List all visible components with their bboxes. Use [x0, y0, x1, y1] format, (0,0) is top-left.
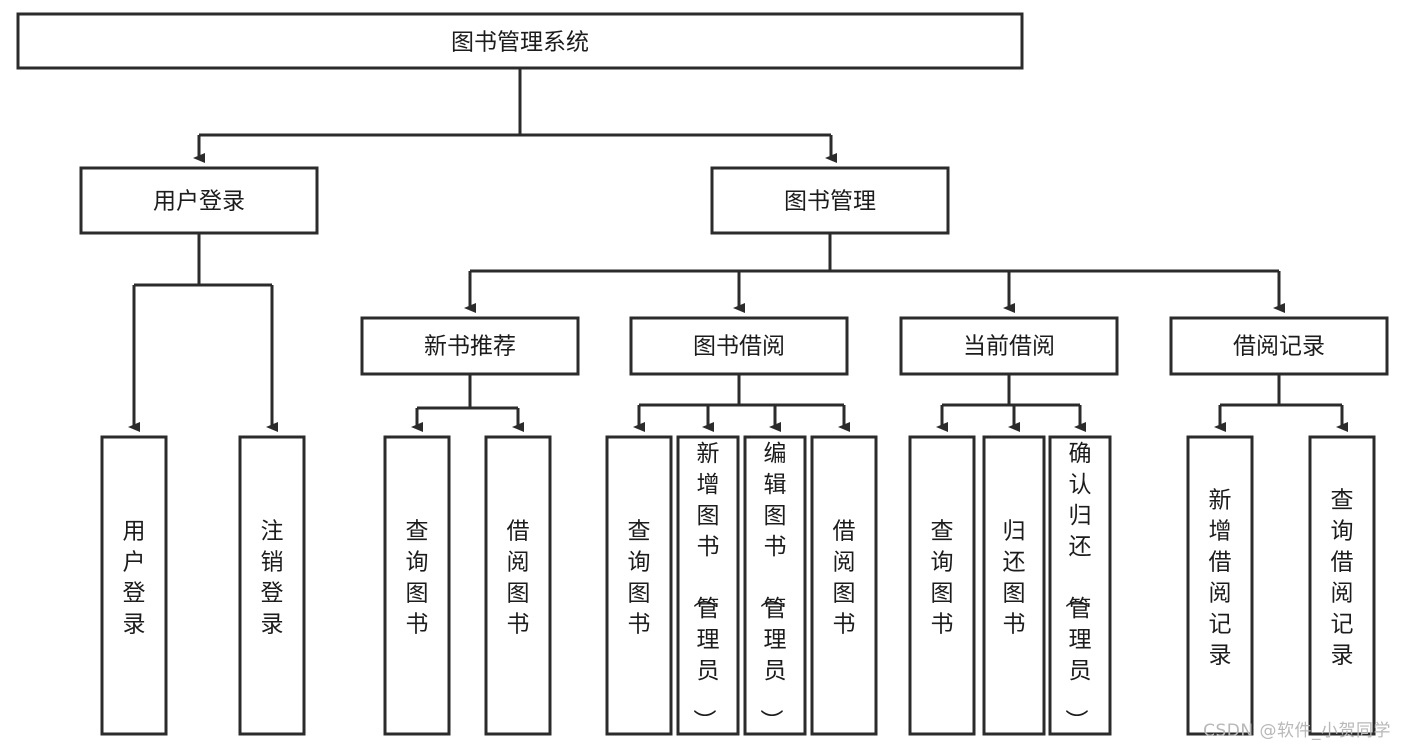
node-book-manage-box[interactable] [710, 166, 950, 235]
leaf-query-book-2[interactable]: 查询图书 [605, 435, 673, 736]
node-borrow-record-label: 借阅记录 [1233, 334, 1325, 360]
leaf-confirm-return-label: 确认归还（管理员） [1063, 441, 1092, 732]
leaf-return-book-box[interactable] [982, 435, 1046, 736]
leaf-borrow-book-1-box[interactable] [484, 435, 552, 736]
leaf-confirm-return-box[interactable] [1048, 435, 1112, 736]
node-root-label: 图书管理系统 [451, 30, 589, 56]
node-current-borrow[interactable]: 当前借阅 [899, 316, 1119, 376]
leaf-query-book-3-label: 查询图书 [931, 519, 954, 638]
leaf-borrow-book-2-box[interactable] [810, 435, 878, 736]
leaf-borrow-book-2-label: 借阅图书 [833, 519, 856, 638]
node-user-login-label: 用户登录 [153, 189, 245, 215]
leaf-confirm-return[interactable]: 确认归还（管理员） [1048, 435, 1112, 736]
leaf-borrow-book-1-label: 借阅图书 [507, 519, 530, 638]
node-current-borrow-box[interactable] [899, 316, 1119, 376]
leaf-add-book-box[interactable] [676, 435, 740, 736]
leaf-query-book-3-box[interactable] [908, 435, 976, 736]
leaf-borrow-book-2[interactable]: 借阅图书 [810, 435, 878, 736]
node-borrow-record[interactable]: 借阅记录 [1169, 316, 1389, 376]
leaf-user-login-box[interactable] [100, 435, 168, 736]
leaf-add-record-box[interactable] [1186, 435, 1254, 736]
node-user-login[interactable]: 用户登录 [79, 166, 319, 235]
node-book-borrow[interactable]: 图书借阅 [629, 316, 849, 376]
leaf-query-record-box[interactable] [1308, 435, 1376, 736]
leaf-query-book-1-label: 查询图书 [406, 519, 429, 638]
leaf-add-record[interactable]: 新增借阅记录 [1186, 435, 1254, 736]
node-new-book-rec-label: 新书推荐 [424, 334, 516, 360]
node-borrow-record-box[interactable] [1169, 316, 1389, 376]
leaf-query-book-1[interactable]: 查询图书 [383, 435, 451, 736]
node-book-borrow-label: 图书借阅 [693, 334, 785, 360]
node-root[interactable]: 图书管理系统 [16, 12, 1024, 70]
leaf-return-book-label: 归还图书 [1003, 519, 1026, 638]
leaf-borrow-book-1[interactable]: 借阅图书 [484, 435, 552, 736]
node-root-box[interactable] [16, 12, 1024, 70]
node-current-borrow-label: 当前借阅 [963, 334, 1055, 360]
leaf-query-book-2-box[interactable] [605, 435, 673, 736]
leaf-query-book-1-box[interactable] [383, 435, 451, 736]
node-book-manage-label: 图书管理 [784, 189, 876, 215]
leaf-edit-book-box[interactable] [743, 435, 807, 736]
leaf-user-login[interactable]: 用户登录 [100, 435, 168, 736]
node-book-borrow-box[interactable] [629, 316, 849, 376]
leaf-logout-login[interactable]: 注销登录 [238, 435, 306, 736]
leaf-add-book[interactable]: 新增图书（管理员） [676, 435, 740, 736]
node-user-login-box[interactable] [79, 166, 319, 235]
node-new-book-rec-box[interactable] [360, 316, 580, 376]
leaf-return-book[interactable]: 归还图书 [982, 435, 1046, 736]
leaf-query-book-2-label: 查询图书 [628, 519, 651, 638]
leaf-edit-book[interactable]: 编辑图书（管理员） [743, 435, 807, 736]
csdn-watermark: CSDN @软件_小贺同学 [1203, 721, 1391, 741]
leaf-add-record-label: 新增借阅记录 [1209, 488, 1232, 669]
leaf-logout-login-label: 注销登录 [261, 519, 284, 638]
connector-layer [128, 68, 1348, 432]
leaf-user-login-label: 用户登录 [123, 519, 146, 638]
node-book-manage[interactable]: 图书管理 [710, 166, 950, 235]
leaf-edit-book-label: 编辑图书（管理员） [758, 441, 787, 732]
leaf-query-record[interactable]: 查询借阅记录 [1308, 435, 1376, 736]
leaf-query-book-3[interactable]: 查询图书 [908, 435, 976, 736]
leaf-add-book-label: 新增图书（管理员） [691, 441, 720, 732]
leaf-query-record-label: 查询借阅记录 [1331, 488, 1354, 669]
node-new-book-rec[interactable]: 新书推荐 [360, 316, 580, 376]
leaf-logout-login-box[interactable] [238, 435, 306, 736]
